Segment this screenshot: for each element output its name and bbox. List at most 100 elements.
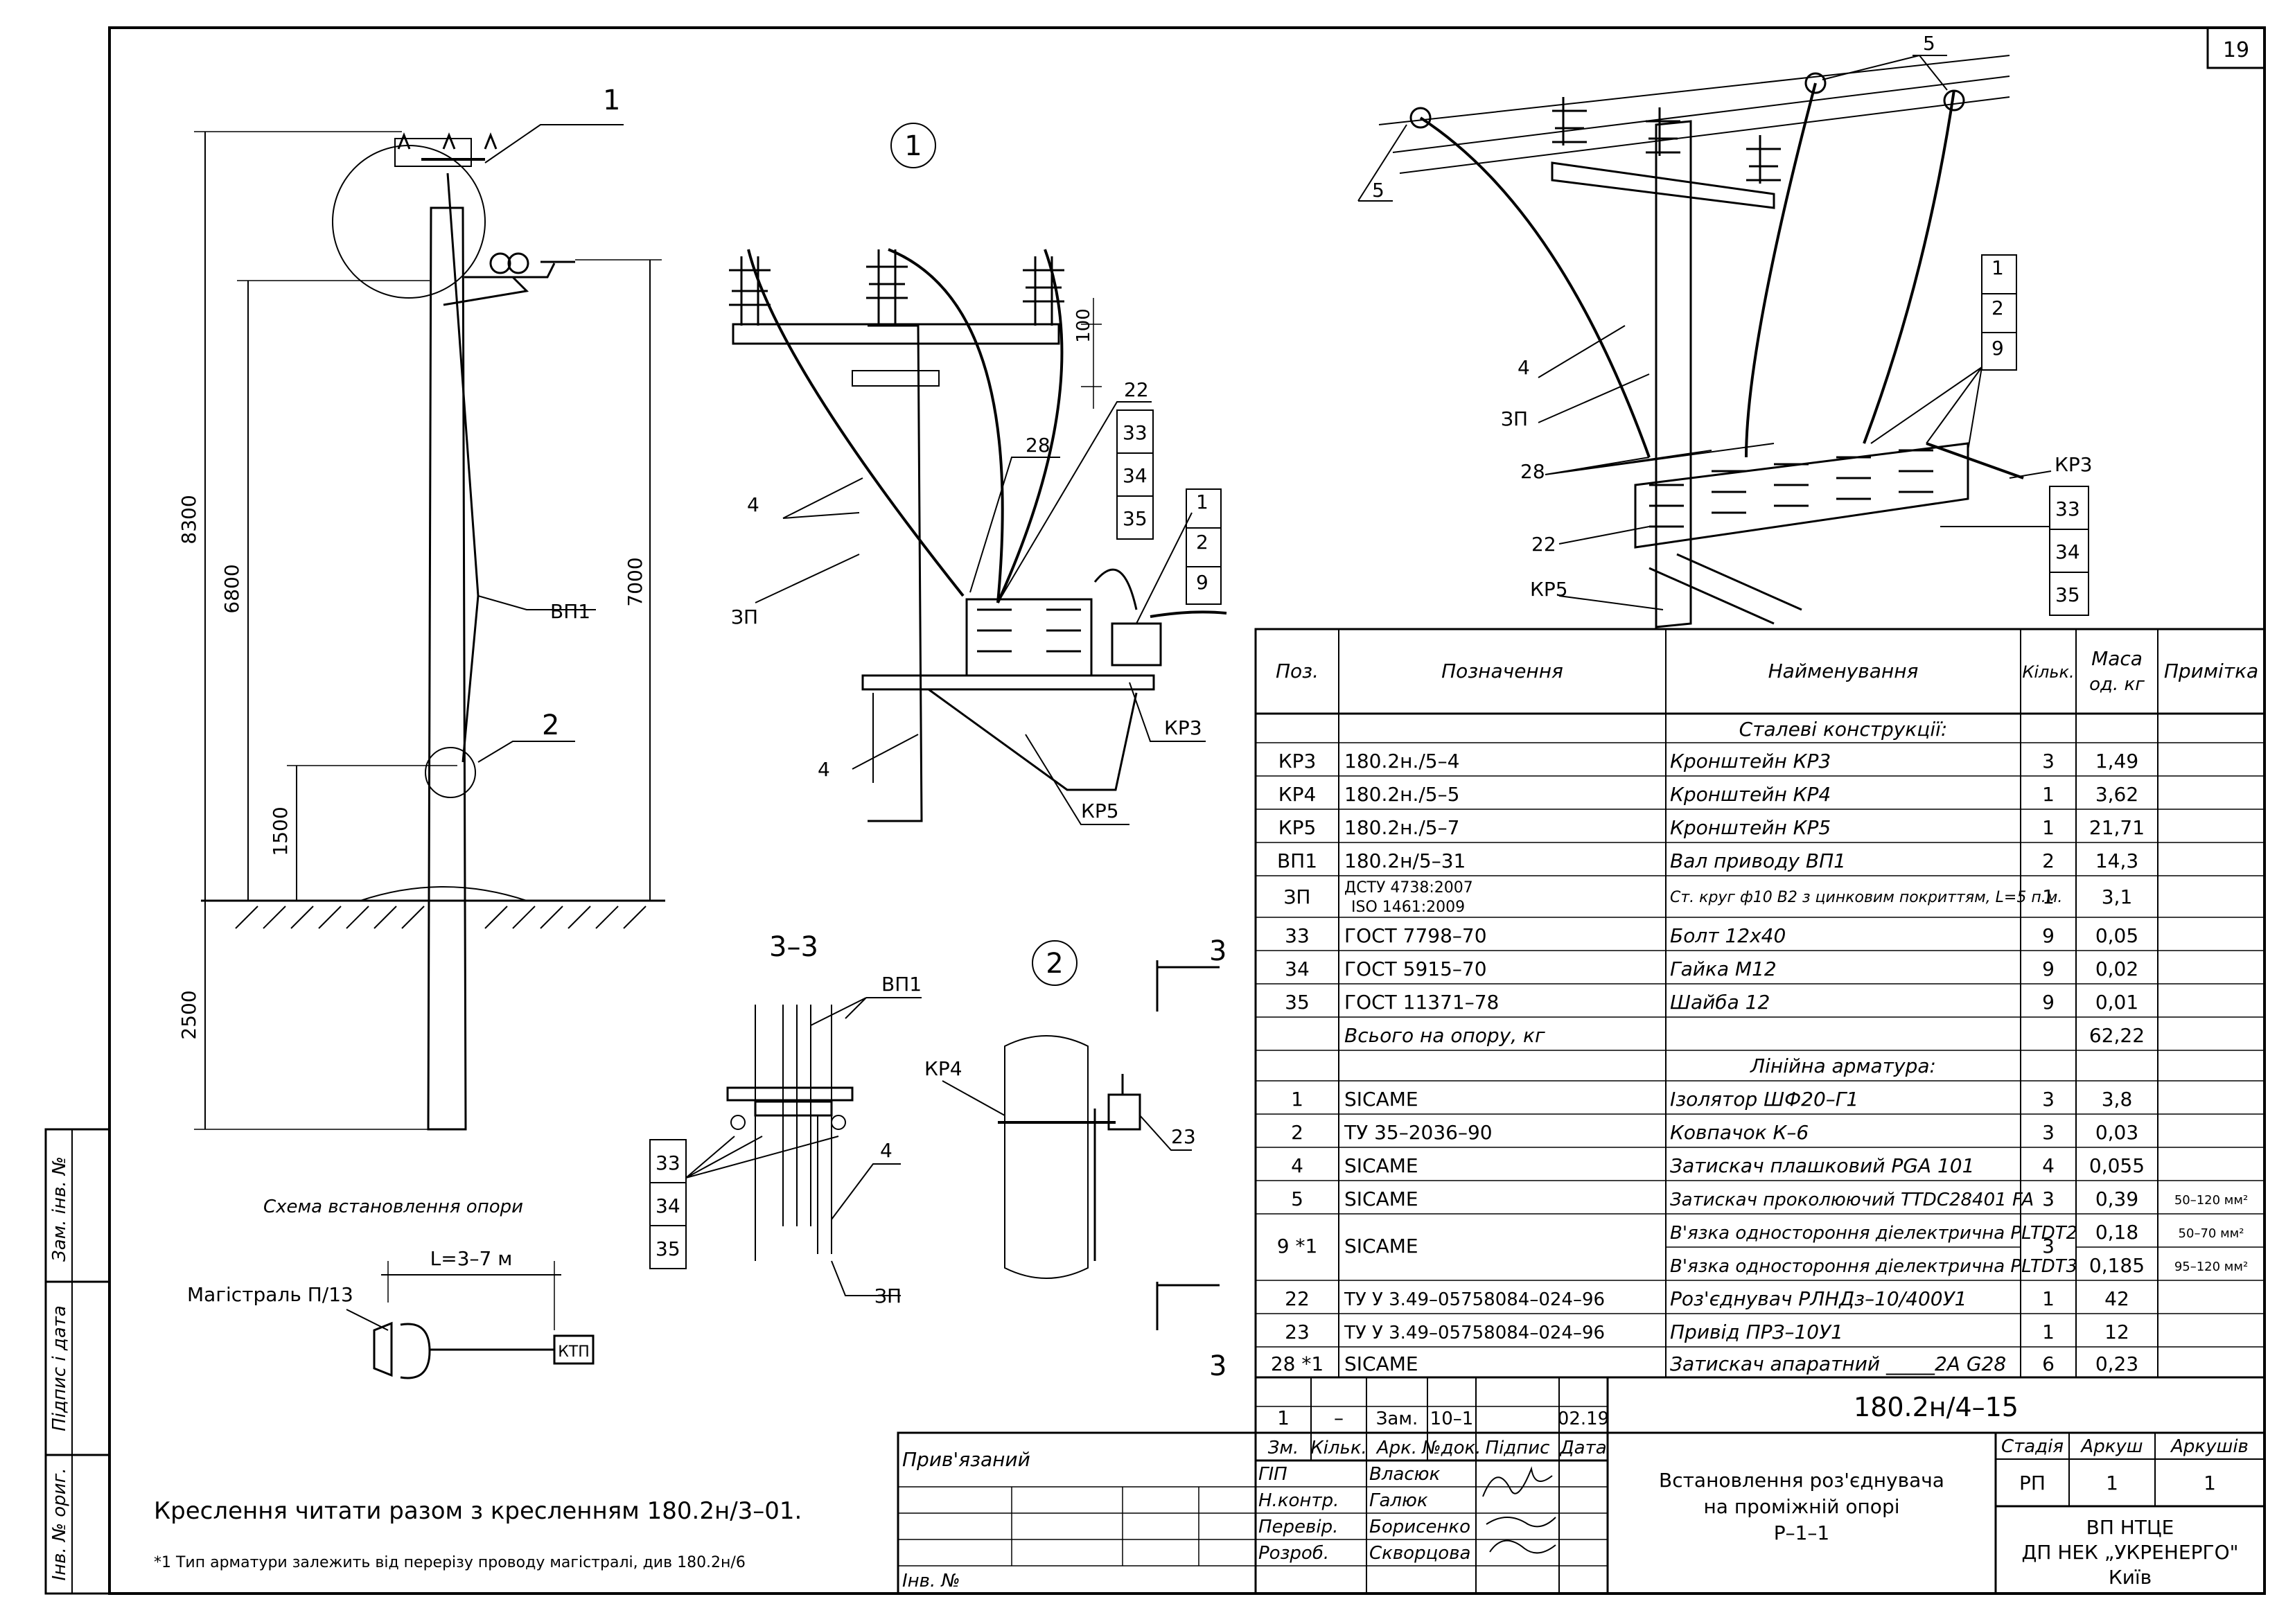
th-mass-2: од. кг — [2089, 674, 2145, 695]
cell-designation: 180.2н./5–4 — [1344, 750, 1459, 773]
role: Перевір. — [1258, 1517, 1338, 1537]
cell-mass: 12 — [2104, 1321, 2129, 1343]
cell-designation: 180.2н./5–5 — [1344, 783, 1459, 806]
iso-label-5a: 5 — [1372, 179, 1384, 202]
cell-designation: SICAME — [1344, 1154, 1418, 1177]
cell-mass: 3,1 — [2102, 885, 2133, 908]
route-dim: L=3–7 м — [430, 1247, 513, 1270]
cell-qty: 9 — [2042, 957, 2055, 980]
cell-note: 50–70 мм² — [2179, 1226, 2244, 1241]
cell-mass: 0,02 — [2095, 957, 2138, 980]
table-row: 35 ГОСТ 11371–78 Шайба 12 9 0,01 — [1285, 991, 2138, 1014]
role: Н.контр. — [1258, 1490, 1339, 1511]
iso-label-35: 35 — [2055, 583, 2080, 606]
s33-label-4: 4 — [880, 1139, 892, 1162]
detail-1: 1 100 4 ЗП 4 — [729, 123, 1227, 825]
table-row: 1 SICAME Ізолятор ШФ20–Г1 3 3,8 — [1291, 1088, 2132, 1111]
note-2: *1 Тип арматури залежить від перерізу пр… — [154, 1554, 746, 1571]
cell-name: Ковпачок К–6 — [1670, 1121, 1809, 1144]
d2-label-23: 23 — [1171, 1125, 1196, 1148]
route-sketch: L=3–7 м Магістраль П/13 КТП — [187, 1247, 595, 1379]
signatory: Борисенко — [1369, 1517, 1470, 1537]
d1-label-4a: 4 — [747, 493, 759, 516]
table-row: 34 ГОСТ 5915–70 Гайка М12 9 0,02 — [1285, 957, 2138, 980]
cell-designation: SICAME — [1344, 1352, 1418, 1375]
pole-callout-2: 2 — [542, 709, 559, 741]
sheet-header: Аркуш — [2079, 1436, 2143, 1457]
table-row: ВП1 180.2н/5–31 Вал приводу ВП1 2 14,3 — [1277, 849, 2138, 872]
table-row: КР4 180.2н./5–5 Кронштейн КР4 1 3,62 — [1278, 783, 2138, 806]
table-row: КР5 180.2н./5–7 Кронштейн КР5 1 21,71 — [1278, 816, 2145, 839]
cell-qty: 1 — [2042, 1321, 2055, 1343]
cell-pos: 34 — [1285, 957, 1310, 980]
cell-pos: 2 — [1291, 1121, 1303, 1144]
route-ktp: КТП — [558, 1343, 590, 1361]
signatory: Галюк — [1369, 1490, 1428, 1511]
tb-h-ark: Арк. — [1375, 1438, 1417, 1458]
cell-name: Ізолятор ШФ20–Г1 — [1670, 1088, 1858, 1111]
cell-name: В'язка одностороння діелектрична PLTDT3 — [1670, 1256, 2077, 1277]
cell-qty: 1 — [2042, 1287, 2055, 1310]
sheets-value: 1 — [2204, 1472, 2216, 1494]
iso-label-34: 34 — [2055, 540, 2080, 563]
tb-h-pidpys: Підпис — [1486, 1438, 1550, 1458]
d1-label-34: 34 — [1123, 464, 1148, 487]
rev-ark: Зам. — [1376, 1409, 1418, 1429]
cell-name: Кронштейн КР5 — [1670, 816, 1831, 839]
cell-pos: 4 — [1291, 1154, 1303, 1177]
table-row: 33 ГОСТ 7798–70 Болт 12х40 9 0,05 — [1285, 924, 2138, 947]
dim-total: 8300 — [177, 495, 200, 544]
iso-label-4: 4 — [1518, 356, 1530, 379]
dim-buried: 2500 — [177, 990, 200, 1039]
cell-mass: 42 — [2104, 1287, 2129, 1310]
rev-ndok: 10–1 — [1430, 1409, 1474, 1429]
s33-label-vp1: ВП1 — [881, 973, 922, 996]
d2-label-kr4: КР4 — [924, 1057, 962, 1080]
cell-mass: 0,03 — [2095, 1121, 2138, 1144]
total-mass: 62,22 — [2089, 1024, 2145, 1047]
table-row: 22 ТУ У 3.49–05758084–024–96 Роз'єднувач… — [1285, 1287, 2129, 1310]
d1-label-4b: 4 — [818, 758, 830, 781]
tb-h-data: Дата — [1559, 1438, 1606, 1458]
d1-label-1: 1 — [1196, 491, 1208, 513]
cell-name: Болт 12х40 — [1670, 924, 1786, 947]
ground-hatching — [235, 886, 647, 929]
signatory: Власюк — [1369, 1464, 1441, 1485]
cell-name: Ст. круг ф10 В2 з цинковим покриттям, L=… — [1670, 889, 2062, 906]
rev-zm: 1 — [1277, 1406, 1290, 1429]
stamp-pidpys: Підпис і дата — [49, 1305, 70, 1431]
cut-label-bottom: 3 — [1209, 1350, 1226, 1382]
d1-label-9: 9 — [1196, 571, 1208, 594]
section-3-3: 3–3 ВП1 33 34 35 4 ЗП — [649, 931, 922, 1307]
table-row: 2 ТУ 35–2036–90 Ковпачок К–6 3 0,03 — [1291, 1121, 2138, 1144]
cell-pos: 35 — [1285, 991, 1310, 1014]
cell-mass: 0,18 — [2095, 1221, 2138, 1244]
total-label: Всього на опору, кг — [1344, 1024, 1545, 1047]
cell-name: Шайба 12 — [1670, 991, 1770, 1014]
org-line-2: ДП НЕК „УКРЕНЕРГО" — [2021, 1541, 2238, 1564]
title-block: 1 – Зам. 10–1 02.19 Зм. Кільк. Арк. №док… — [1254, 1376, 2266, 1595]
rev-kilk: – — [1334, 1406, 1344, 1429]
role: Розроб. — [1258, 1543, 1329, 1564]
signatory-row: Розроб. Скворцова — [1258, 1543, 1470, 1564]
cell-designation: ISO 1461:2009 — [1351, 899, 1465, 916]
cell-mass: 0,185 — [2089, 1254, 2145, 1277]
iso-label-5b: 5 — [1923, 32, 1935, 55]
sheet-value: 1 — [2106, 1472, 2118, 1494]
cell-pos: КР4 — [1278, 783, 1317, 806]
d1-label-28: 28 — [1026, 434, 1050, 457]
drawing-code: 180.2н/4–15 — [1854, 1392, 2019, 1422]
org-line-1: ВП НТЦЕ — [2086, 1516, 2174, 1539]
section-title: 3–3 — [769, 931, 818, 963]
cell-mass: 1,49 — [2095, 750, 2138, 773]
side-stamps: Зам. інв. № Підпис і дата Інв. № ориг. — [44, 1128, 111, 1595]
cell-mass: 14,3 — [2095, 849, 2138, 872]
cell-pos: ВП1 — [1277, 849, 1317, 872]
cell-name: В'язка одностороння діелектрична PLTDT2 — [1670, 1223, 2077, 1244]
table-row: ЗП ДСТУ 4738:2007 ISO 1461:2009 Ст. круг… — [1283, 879, 2132, 916]
signatory: Скворцова — [1369, 1543, 1470, 1564]
table-row: КР3 180.2н./5–4 Кронштейн КР3 3 1,49 — [1278, 750, 2138, 773]
cell-mass: 0,23 — [2095, 1352, 2138, 1375]
section-steel: Сталеві конструкції: — [1739, 718, 1948, 741]
cell-qty: 9 — [2042, 991, 2055, 1014]
